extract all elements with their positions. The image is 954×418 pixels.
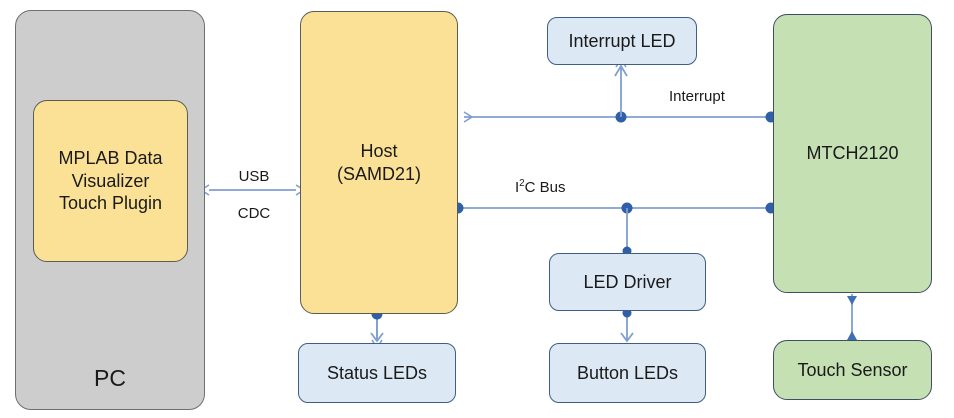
edge-interrupt (463, 57, 777, 123)
edge-label-usb: USB (226, 168, 282, 186)
edge-label-i2c-prefix: I (515, 179, 520, 196)
edge-label-cdc: CDC (226, 205, 282, 223)
node-host-label: Host (SAMD21) (336, 141, 421, 184)
node-mtch2120-label: MTCH2120 (806, 143, 899, 164)
edge-mtch-touch-sensor (847, 294, 857, 340)
node-mtch2120[interactable]: MTCH2120 (773, 14, 932, 293)
node-led-driver[interactable]: LED Driver (549, 253, 706, 311)
node-interrupt-led-label: Interrupt LED (568, 30, 676, 51)
node-host-samd21[interactable]: Host (SAMD21) (300, 11, 458, 314)
node-mplab-plugin-label: MPLAB Data Visualizer Touch Plugin (58, 148, 163, 214)
node-status-leds[interactable]: Status LEDs (298, 343, 456, 403)
edge-i2c-bus (452, 202, 777, 256)
node-touch-sensor-label: Touch Sensor (797, 359, 908, 380)
node-button-leds-label: Button LEDs (576, 362, 679, 383)
edge-label-usb-cdc: USB CDC (226, 168, 282, 223)
node-pc-label: PC (94, 365, 126, 392)
node-interrupt-led[interactable]: Interrupt LED (547, 17, 697, 65)
node-touch-sensor[interactable]: Touch Sensor (773, 340, 932, 400)
edge-led-driver-button-leds (620, 308, 634, 343)
node-mplab-data-visualizer-touch-plugin[interactable]: MPLAB Data Visualizer Touch Plugin (33, 100, 188, 262)
edge-label-i2c-bus: I2C Bus (512, 178, 569, 197)
node-led-driver-label: LED Driver (583, 271, 672, 292)
node-status-leds-label: Status LEDs (326, 362, 428, 383)
edge-label-i2c-suffix: C Bus (524, 179, 566, 196)
node-button-leds[interactable]: Button LEDs (549, 343, 706, 403)
edge-label-interrupt: Interrupt (666, 88, 728, 106)
edge-interrupt-led-arrowhead (614, 64, 628, 77)
edge-label-i2c-superscript: 2 (519, 178, 525, 189)
